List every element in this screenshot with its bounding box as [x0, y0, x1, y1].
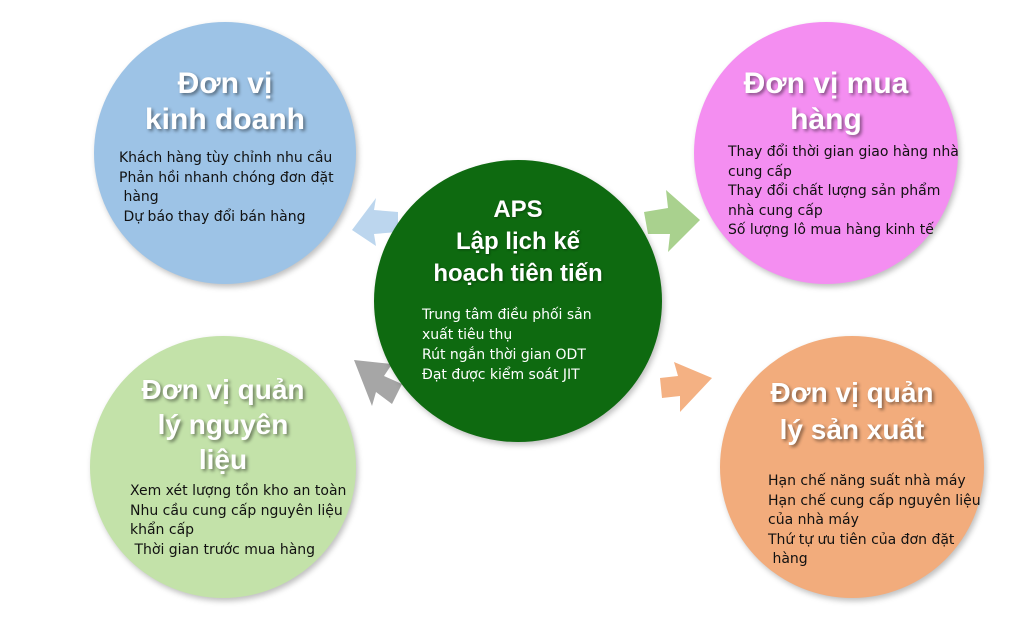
aps-title: APS Lập lịch kế hoạch tiên tiến: [433, 196, 603, 287]
circle-production-unit: Đơn vị quản lý sản xuất Hạn chế năng suấ…: [720, 336, 984, 598]
circle-aps-center: APS Lập lịch kế hoạch tiên tiến Trung tâ…: [374, 160, 662, 442]
arrow-to-production: [660, 362, 712, 412]
aps-notes: Trung tâm điều phối sản xuất tiêu thụ Rú…: [422, 307, 592, 383]
production-unit-notes: Hạn chế năng suất nhà máy Hạn chế cung c…: [768, 473, 981, 567]
purchasing-unit-title: Đơn vị mua hàng: [743, 67, 909, 136]
arrow-to-material: [354, 360, 402, 406]
circle-purchasing-unit: Đơn vị mua hàng Thay đổi thời gian giao …: [694, 22, 959, 284]
arrow-to-purchasing: [644, 190, 700, 252]
material-unit-notes: Xem xét lượng tồn kho an toàn Nhu cầu cu…: [130, 483, 347, 558]
circle-sales-unit: Đơn vị kinh doanh Khách hàng tùy chỉnh n…: [94, 22, 356, 284]
material-unit-title: Đơn vị quản lý nguyên liệu: [141, 374, 305, 475]
sales-unit-notes: Khách hàng tùy chỉnh nhu cầu Phản hồi nh…: [119, 150, 334, 225]
purchasing-unit-notes: Thay đổi thời gian giao hàng nhà cung cấ…: [728, 144, 959, 238]
arrow-to-sales: [352, 198, 398, 246]
circle-material-unit: Đơn vị quản lý nguyên liệu Xem xét lượng…: [90, 336, 356, 598]
sales-unit-title: Đơn vị kinh doanh: [145, 67, 305, 136]
production-unit-title: Đơn vị quản lý sản xuất: [770, 377, 934, 445]
